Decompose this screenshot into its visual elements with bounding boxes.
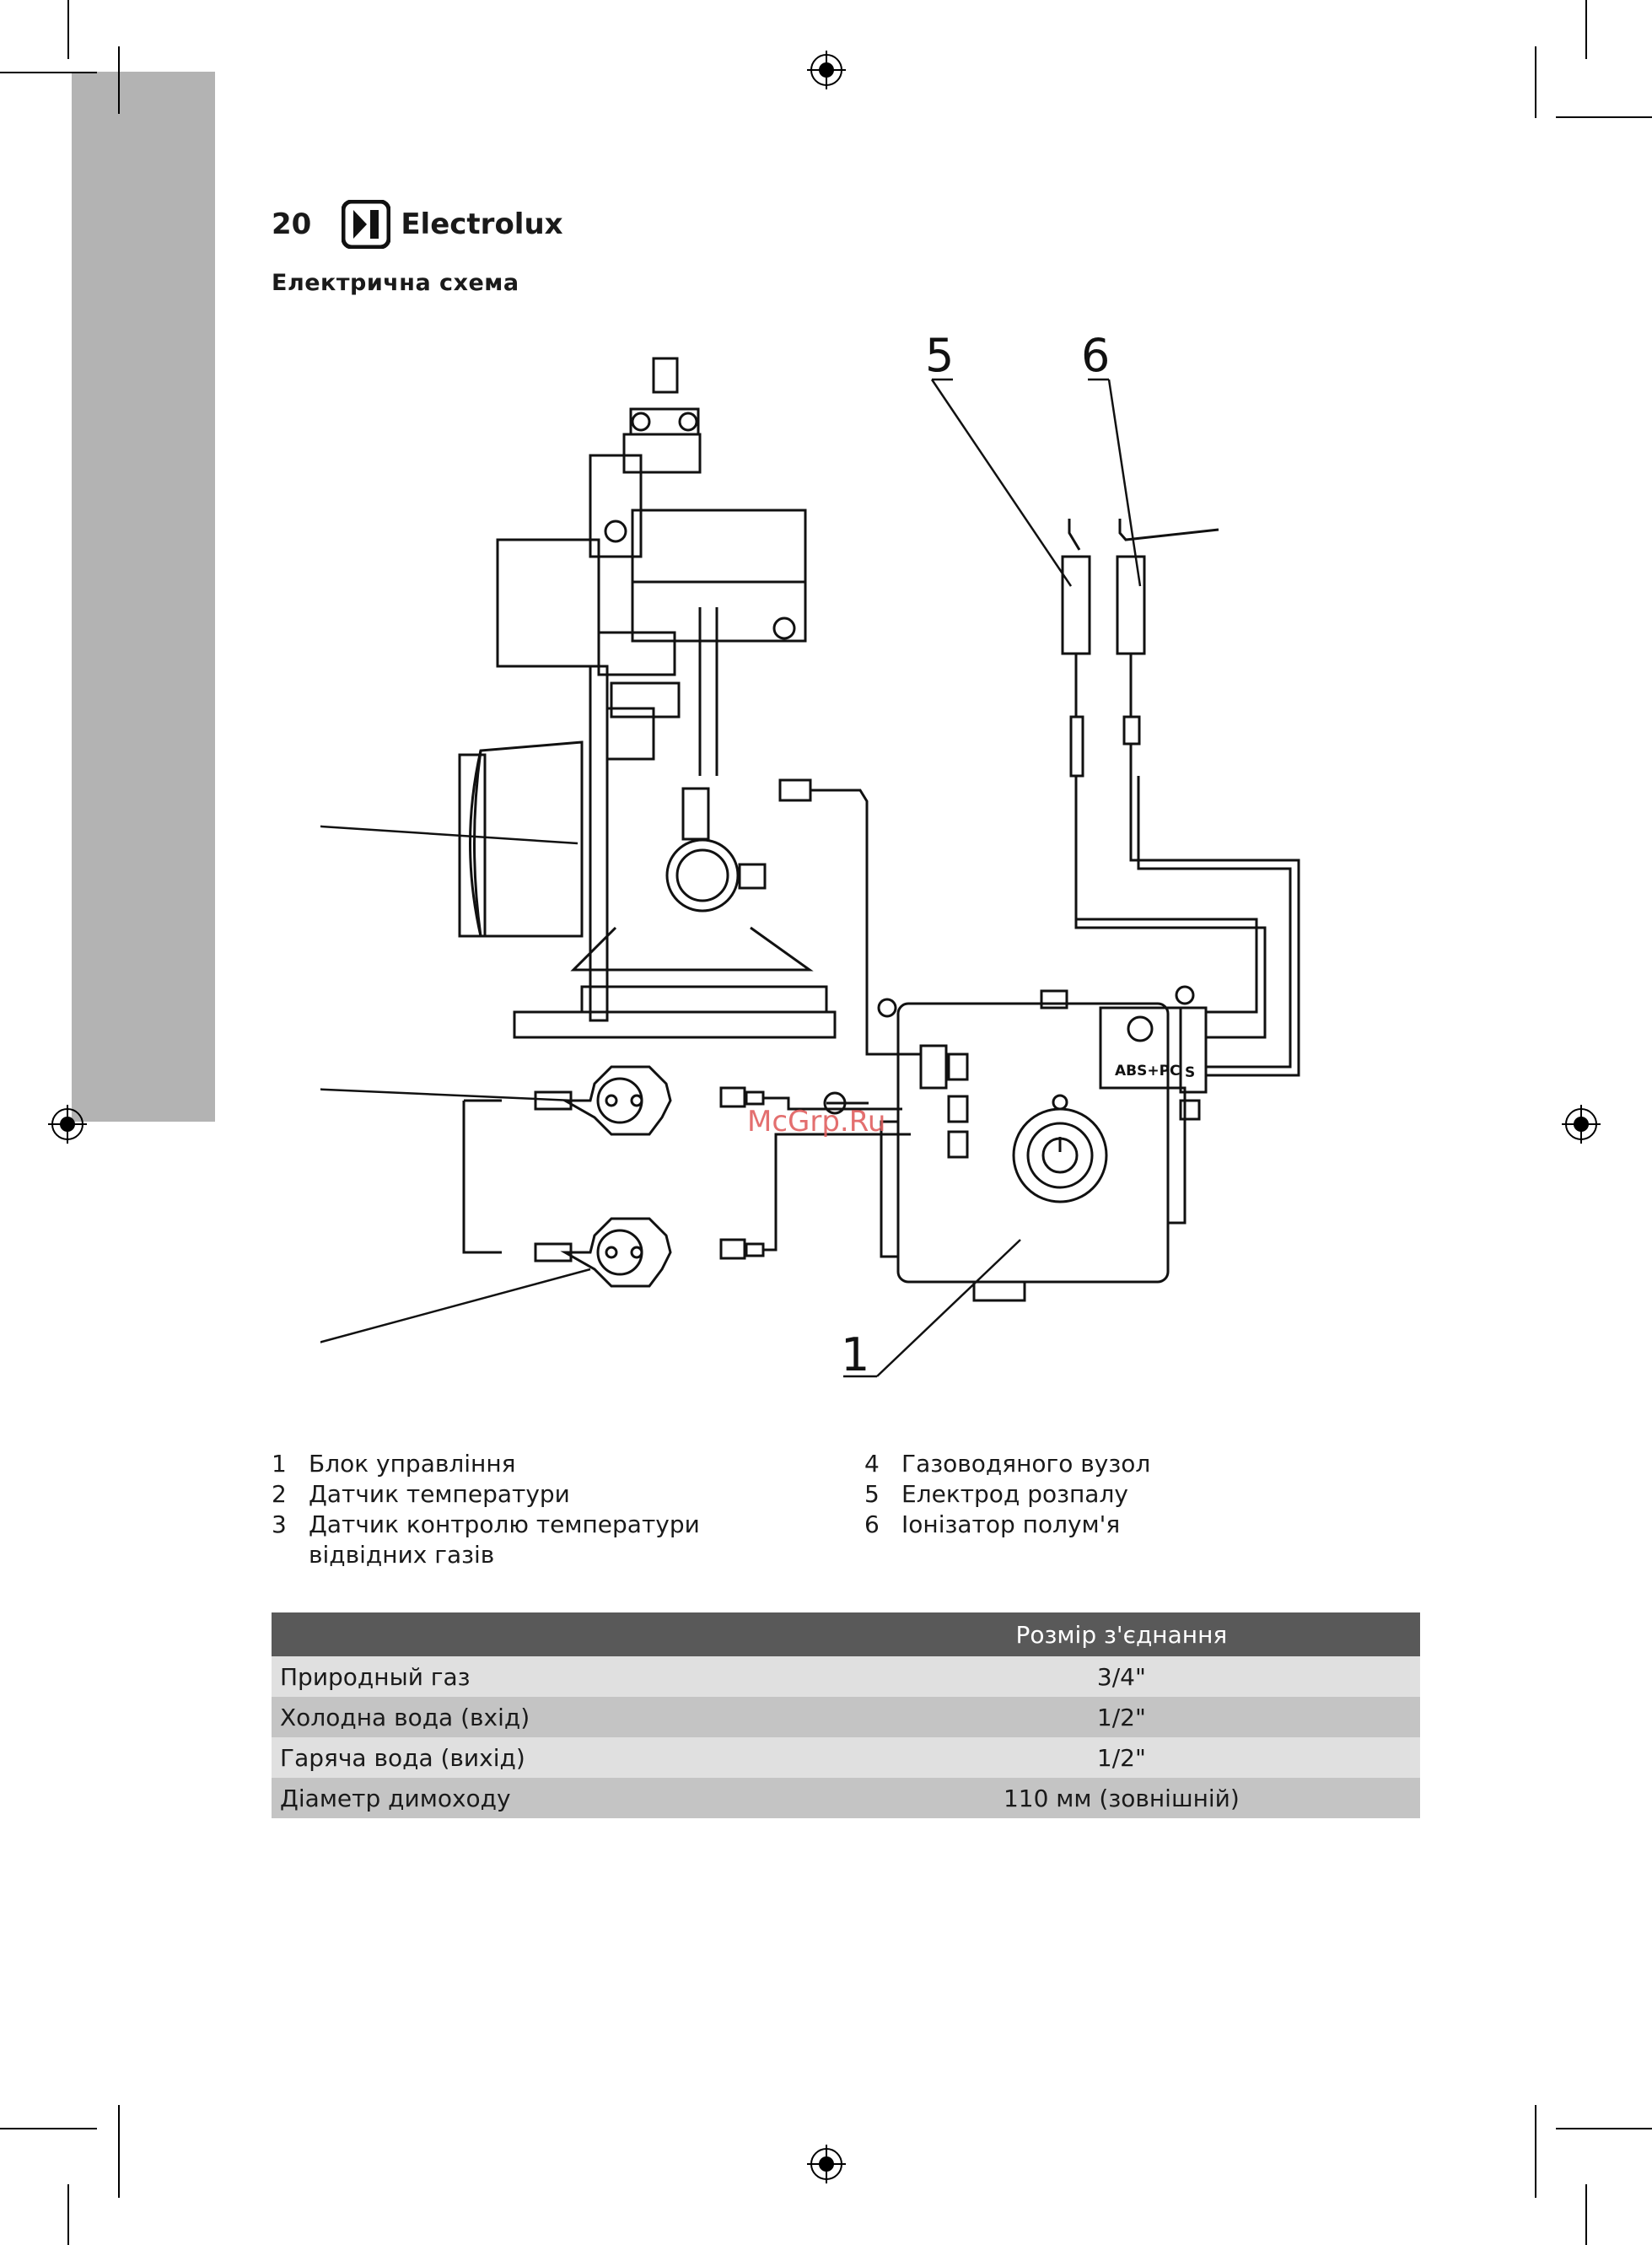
crop-mark [1556, 2128, 1652, 2129]
legend-item: 6 Іонізатор полум'я [864, 1510, 1407, 1540]
side-band [72, 72, 215, 1122]
table-row: Природный газ 3/4" [272, 1656, 1420, 1697]
table-header-row: Розмір з'єднання [272, 1612, 1420, 1656]
crop-mark [1556, 116, 1652, 118]
legend-text: Датчик температури [309, 1480, 570, 1508]
legend-text: Електрод розпалу [901, 1480, 1128, 1508]
crop-mark [67, 0, 69, 59]
leader-line [320, 1088, 574, 1102]
legend-number: 6 [864, 1510, 880, 1538]
leader-line [1107, 379, 1142, 587]
control-box-label: ABS+PC [1115, 1063, 1181, 1079]
page-header: 20 Electrolux [272, 200, 563, 249]
flame-ionizer [1116, 519, 1219, 776]
crop-mark [0, 2128, 97, 2129]
callout-1: 1 [841, 1328, 869, 1381]
legend-text: Датчик контролю температури відвідних га… [309, 1510, 700, 1569]
legend-right: 4 Газоводяного вузол 5 Електрод розпалу … [864, 1449, 1407, 1540]
ignition-electrode [1061, 519, 1091, 778]
table-header-empty [272, 1612, 823, 1656]
legend-item: 4 Газоводяного вузол [864, 1449, 1407, 1479]
legend-item: 2 Датчик температури [272, 1479, 815, 1510]
legend-text: Блок управління [309, 1450, 516, 1478]
table-cell-label: Природный газ [272, 1656, 823, 1697]
legend-text: Іонізатор полум'я [901, 1510, 1121, 1538]
gas-water-assembly [458, 357, 837, 1039]
registration-mark-icon [48, 1105, 87, 1144]
crop-mark [118, 46, 120, 114]
registration-mark-icon [807, 51, 846, 89]
crop-mark [1585, 0, 1587, 59]
legend-left: 1 Блок управління 2 Датчик температури 3… [272, 1449, 815, 1570]
table-cell-value: 110 мм (зовнішній) [822, 1778, 1420, 1818]
table-row: Діаметр димоходу 110 мм (зовнішній) [272, 1778, 1420, 1818]
table-cell-value: 1/2" [822, 1737, 1420, 1778]
watermark: McGrp.Ru [747, 1105, 886, 1139]
legend-number: 1 [272, 1450, 287, 1478]
callout-6: 6 [1081, 329, 1110, 382]
table-cell-value: 1/2" [822, 1697, 1420, 1737]
flue-gas-sensor [534, 1065, 765, 1136]
table-cell-label: Гаряча вода (вихід) [272, 1737, 823, 1778]
callout-5: 5 [925, 329, 954, 382]
connection-table: Розмір з'єднання Природный газ 3/4" Холо… [272, 1612, 1420, 1818]
temperature-sensor [534, 1217, 765, 1288]
table-cell-label: Діаметр димоходу [272, 1778, 823, 1818]
crop-mark [1535, 46, 1536, 118]
page-number: 20 [272, 207, 312, 241]
legend-text: Газоводяного вузол [901, 1450, 1151, 1478]
table-cell-value: 3/4" [822, 1656, 1420, 1697]
legend-number: 2 [272, 1480, 287, 1508]
crop-mark [118, 2105, 120, 2198]
legend-item: 3 Датчик контролю температури відвідних … [272, 1510, 815, 1570]
leader-line [320, 825, 578, 845]
legend-item: 5 Електрод розпалу [864, 1479, 1407, 1510]
wiring-diagram: 1 2 3 4 5 6 ABS+PC S [320, 329, 1300, 1381]
registration-mark-icon [807, 2145, 846, 2183]
crop-mark [1535, 2105, 1536, 2198]
crop-mark [0, 72, 97, 73]
registration-mark-icon [1562, 1105, 1601, 1144]
table-header: Розмір з'єднання [822, 1612, 1420, 1656]
brand-name: Electrolux [401, 207, 563, 241]
legend-number: 5 [864, 1480, 880, 1508]
leader-line [930, 379, 1073, 587]
legend-number: 4 [864, 1450, 880, 1478]
control-box-label: S [1185, 1064, 1195, 1081]
crop-mark [1585, 2184, 1587, 2245]
legend-number: 3 [272, 1510, 287, 1538]
control-box [877, 985, 1208, 1302]
leader-line [320, 1268, 591, 1343]
table-cell-label: Холодна вода (вхід) [272, 1697, 823, 1737]
section-title: Електрична схема [272, 270, 519, 296]
crop-mark [67, 2184, 69, 2245]
table-row: Гаряча вода (вихід) 1/2" [272, 1737, 1420, 1778]
legend-item: 1 Блок управління [272, 1449, 815, 1479]
electrolux-logo-icon [342, 200, 391, 249]
wiring [462, 776, 1300, 1254]
leader-line [876, 1239, 1021, 1377]
table-row: Холодна вода (вхід) 1/2" [272, 1697, 1420, 1737]
